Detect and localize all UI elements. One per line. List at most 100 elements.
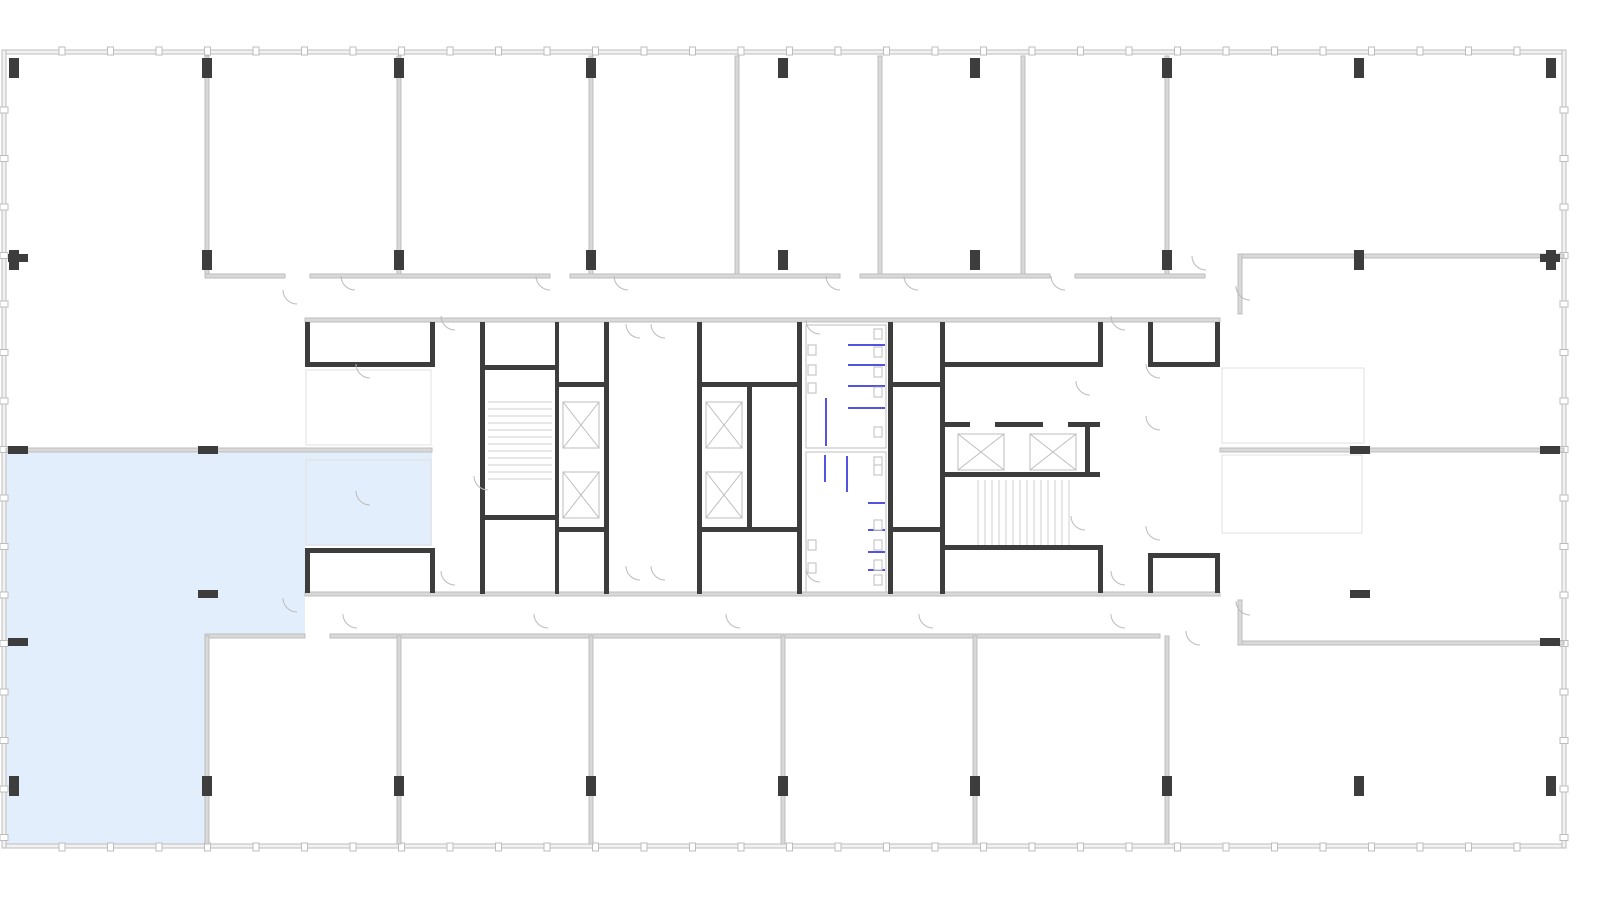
- core-wall: [697, 322, 702, 594]
- window-mullion-icon: [301, 46, 308, 56]
- core-wall: [485, 515, 555, 520]
- window-mullion-icon: [1559, 300, 1569, 308]
- core-wall: [1098, 545, 1103, 593]
- window-mullion-icon: [301, 842, 308, 852]
- corridor-wall: [204, 273, 286, 279]
- window-mullion-icon: [931, 46, 939, 56]
- window-mullion-icon: [592, 842, 599, 852]
- partition-wall: [1020, 55, 1026, 277]
- core-wall: [430, 322, 435, 367]
- elevator-icon: [562, 471, 600, 519]
- corridor-wall: [569, 273, 841, 279]
- door-swing-icon: [1075, 380, 1091, 396]
- window-mullion-icon: [931, 842, 939, 852]
- column-icon: [778, 776, 788, 796]
- window-mullion-icon: [1077, 842, 1084, 852]
- window-mullion-icon: [0, 349, 9, 356]
- unit-wall: [5, 447, 433, 453]
- door-swing-icon: [650, 323, 666, 339]
- window-mullion-icon: [0, 591, 9, 599]
- building-core: [305, 322, 1365, 594]
- window-mullion-icon: [1559, 688, 1569, 696]
- column-icon: [1350, 446, 1370, 454]
- window-mullion-icon: [495, 842, 502, 852]
- elevator-icon: [957, 433, 1005, 471]
- partition-walls: [5, 55, 1565, 845]
- sink-icon: [807, 562, 817, 574]
- window-mullion-icon: [1559, 203, 1569, 211]
- core-wall: [305, 362, 435, 367]
- core-wall: [945, 422, 970, 427]
- window-mullion-icon: [0, 300, 9, 308]
- toilet-icon: [873, 464, 883, 476]
- column-icon: [9, 58, 19, 78]
- column-icon: [778, 250, 788, 270]
- restroom-outline: [1221, 367, 1365, 444]
- window-mullion-icon: [0, 543, 9, 550]
- column-icon: [1350, 590, 1370, 598]
- elevator-icon: [562, 401, 600, 449]
- column-icon: [198, 590, 218, 598]
- door-swing-icon: [355, 363, 371, 379]
- core-wall: [480, 322, 485, 594]
- core-wall: [304, 591, 1221, 597]
- elevator-icon: [705, 401, 743, 449]
- door-swing-icon: [1191, 255, 1207, 271]
- toilet-icon: [873, 519, 883, 531]
- window-mullion-icon: [1559, 785, 1569, 793]
- column-icon: [778, 58, 788, 78]
- window-mullion-icon: [1222, 46, 1230, 56]
- highlighted-unit[interactable]: [6, 452, 432, 846]
- elevator-icon: [705, 401, 743, 449]
- column-icon: [1540, 254, 1560, 262]
- door-swing-icon: [725, 613, 741, 629]
- window-mullion-icon: [640, 842, 648, 852]
- window-mullion-icon: [786, 842, 793, 852]
- window-mullion-icon: [689, 842, 696, 852]
- corridor-wall: [204, 633, 306, 639]
- column-icon: [970, 250, 980, 270]
- door-swing-icon: [1070, 515, 1086, 531]
- door-swing-icon: [355, 490, 371, 506]
- column-icon: [394, 776, 404, 796]
- door-swing-icon: [533, 613, 549, 629]
- door-swing-icon: [1185, 630, 1201, 646]
- window-mullion-icon: [1559, 494, 1569, 502]
- door-swing-icon: [473, 475, 489, 491]
- window-mullion-icon: [1368, 842, 1375, 852]
- window-mullion-icon: [0, 203, 9, 211]
- column-icon: [1546, 776, 1556, 796]
- structural-columns: [8, 58, 1560, 796]
- column-icon: [1162, 250, 1172, 270]
- window-mullion-icon: [1559, 155, 1569, 162]
- window-mullion-icon: [1222, 842, 1230, 852]
- window-mullion-icon: [1125, 46, 1133, 56]
- column-icon: [1540, 446, 1560, 454]
- door-swing-icon: [903, 275, 919, 291]
- window-mullion-icon: [0, 834, 9, 841]
- core-wall: [485, 365, 555, 370]
- partition-wall: [780, 635, 786, 845]
- window-mullion-icon: [204, 46, 211, 56]
- core-wall: [945, 545, 1100, 550]
- door-swing-icon: [1110, 315, 1126, 331]
- restroom-fixtures: [807, 328, 885, 586]
- toilet-icon: [873, 328, 883, 340]
- partition-wall: [396, 55, 402, 277]
- door-swing-icon: [805, 567, 821, 583]
- window-mullion-icon: [980, 46, 987, 56]
- window-mullion-icon: [980, 842, 987, 852]
- partition-wall: [734, 55, 740, 277]
- partition-wall: [1164, 55, 1170, 277]
- door-swing-icon: [1110, 613, 1126, 629]
- window-mullion-icon: [252, 46, 260, 56]
- partition-wall: [877, 55, 883, 277]
- column-icon: [8, 446, 28, 454]
- window-mullion-icon: [0, 252, 9, 259]
- window-mullion-icon: [1559, 591, 1569, 599]
- window-mullion-icon: [737, 842, 745, 852]
- partition-wall: [588, 635, 594, 845]
- column-icon: [1162, 776, 1172, 796]
- window-mullion-icon: [58, 842, 66, 852]
